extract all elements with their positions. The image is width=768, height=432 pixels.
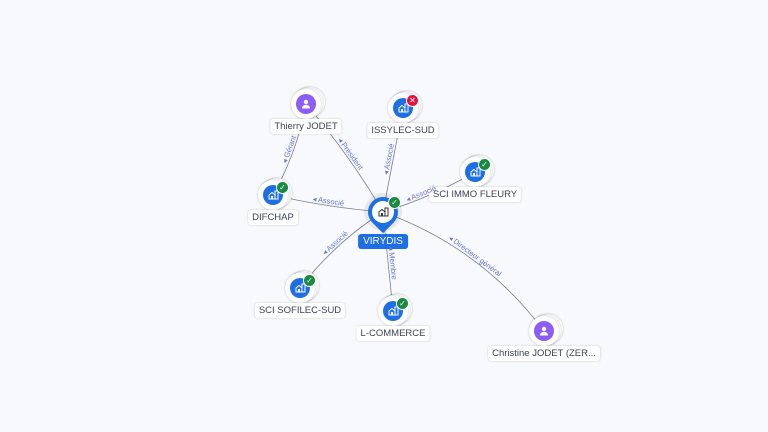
center-node-label[interactable]: VIRYDIS bbox=[358, 234, 408, 249]
person-icon bbox=[296, 94, 316, 114]
check-icon: ✓ bbox=[396, 297, 409, 310]
check-icon: ✓ bbox=[303, 274, 316, 287]
node-label[interactable]: ISSYLEC-SUD bbox=[367, 123, 439, 138]
edge-virydis-christine bbox=[382, 211, 545, 332]
node-label[interactable]: Thierry JODET bbox=[270, 119, 342, 134]
person-icon bbox=[534, 321, 554, 341]
node-label[interactable]: SCI IMMO FLEURY bbox=[428, 187, 522, 202]
node-label[interactable]: L-COMMERCE bbox=[356, 326, 430, 341]
check-icon: ✓ bbox=[276, 181, 289, 194]
node-label[interactable]: Christine JODET (ZER... bbox=[488, 346, 600, 361]
check-icon: ✓ bbox=[388, 196, 401, 209]
node-label[interactable]: SCI SOFILEC-SUD bbox=[254, 303, 346, 318]
node-label[interactable]: DIFCHAP bbox=[248, 210, 298, 225]
check-icon: ✓ bbox=[478, 158, 491, 171]
close-icon: ✕ bbox=[406, 94, 419, 107]
